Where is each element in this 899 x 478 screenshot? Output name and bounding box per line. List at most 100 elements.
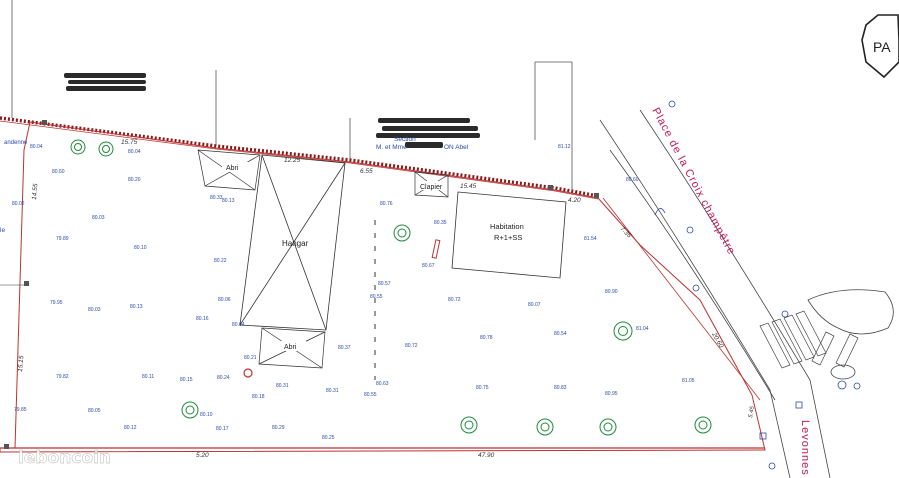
spot-height: 80.63 xyxy=(376,381,389,387)
left-small-text: andenne xyxy=(4,140,28,146)
neighbour-parcel-lines xyxy=(11,0,573,190)
spot-height: 80.35 xyxy=(434,220,447,226)
spot-height: 80.17 xyxy=(216,426,229,432)
left-edge-text: le xyxy=(0,227,5,234)
spot-height: 80.67 xyxy=(422,263,435,269)
spot-height: 80.54 xyxy=(554,331,567,337)
spot-height: 80.37 xyxy=(338,345,351,351)
spot-height: 80.33 xyxy=(210,195,223,201)
fence-posts xyxy=(4,120,599,449)
spot-height: 80.18 xyxy=(252,394,265,400)
north-boundary-hatched xyxy=(0,116,599,200)
owner-suffix: ON Abel xyxy=(444,144,469,151)
road-island-small xyxy=(830,364,856,380)
spot-height: 79.95 xyxy=(50,300,63,306)
owner-line2: M. et Mme xyxy=(376,144,407,151)
spot-height: 80.07 xyxy=(528,302,541,308)
spot-height: 81.04 xyxy=(636,326,649,332)
road-island xyxy=(807,289,894,335)
abri-top-label: Abri xyxy=(226,165,239,172)
habitation-levels: R+1+SS xyxy=(494,233,522,242)
clapier-label: Clapier xyxy=(420,184,443,191)
spot-height: 80.06 xyxy=(218,297,231,303)
east-boundary-dbl xyxy=(602,197,761,401)
spot-height: 80.02 xyxy=(12,201,25,207)
habitation-label: Habitation xyxy=(490,222,524,231)
spot-height: 80.75 xyxy=(476,385,489,391)
spot-height: 80.03 xyxy=(92,215,105,221)
dimension-label: 15.75 xyxy=(121,139,138,146)
spot-height: 80.72 xyxy=(405,343,418,349)
spot-height: 80.29 xyxy=(272,425,285,431)
spot-height: 80.15 xyxy=(180,377,193,383)
spot-height: 80.20 xyxy=(128,177,141,183)
spot-height: 80.22 xyxy=(214,258,227,264)
spot-height: 80.31 xyxy=(276,383,289,389)
street-name-place: Place de la Croix champêtre xyxy=(649,106,737,257)
abri-bottom-label: Abri xyxy=(284,344,297,351)
dimension-label: 47.90 xyxy=(478,452,495,459)
spot-height: 80.04 xyxy=(232,322,245,328)
spot-height: 80.83 xyxy=(554,385,567,391)
redaction-blocks xyxy=(64,73,480,148)
spot-height: 79.85 xyxy=(14,407,27,413)
dimension-labels: 15.75 12.25 6.55 15.45 4.20 7.35 14.55 1… xyxy=(17,139,756,459)
spot-height: 80.24 xyxy=(217,375,230,381)
spot-height: 81.12 xyxy=(558,144,571,150)
spot-height: 79.82 xyxy=(56,374,69,380)
spot-height: 80.10 xyxy=(200,412,213,418)
habitation-building xyxy=(451,191,567,279)
hangar-label: Hangar xyxy=(282,239,309,248)
street-name-bottom: Levonnes xyxy=(799,420,811,476)
spot-height: 80.11 xyxy=(142,374,154,380)
red-circle-marker xyxy=(243,368,253,378)
spot-height: 80.04 xyxy=(128,149,141,155)
spot-height: 80.31 xyxy=(326,388,339,394)
watermark: leboncoin xyxy=(18,448,111,468)
dimension-label: 15.45 xyxy=(460,183,477,190)
spot-height: 80.16 xyxy=(196,316,209,322)
spot-height: 80.57 xyxy=(378,281,391,287)
spot-heights: 80.04 80.04 80.60 80.20 80.02 80.03 79.8… xyxy=(12,144,695,441)
dimension-label: 14.55 xyxy=(31,183,39,200)
spot-height: 80.05 xyxy=(88,408,101,414)
pa-stamp-label: PA xyxy=(873,39,891,55)
dimension-label: 7.35 xyxy=(619,225,633,239)
spot-height: 80.60 xyxy=(52,169,65,175)
dimension-label: 6.55 xyxy=(360,168,373,175)
tree-symbols xyxy=(70,139,712,436)
spot-height: 80.78 xyxy=(480,335,493,341)
spot-height: 80.21 xyxy=(244,355,257,361)
spot-height: 80.04 xyxy=(30,144,43,150)
parking-stalls xyxy=(759,310,859,369)
parcel-outline xyxy=(0,121,766,453)
utility-symbols xyxy=(654,100,861,470)
spot-height: 80.10 xyxy=(134,245,147,251)
dimension-label: 12.25 xyxy=(284,157,301,164)
spot-height: 79.89 xyxy=(56,236,69,242)
dimension-label: 5.20 xyxy=(196,452,209,459)
dimension-label: 4.20 xyxy=(568,197,581,204)
spot-height: 80.55 xyxy=(370,294,383,300)
hangar-building xyxy=(239,154,346,331)
spot-height: 81.54 xyxy=(584,236,597,242)
owner-line1: Section xyxy=(394,136,416,143)
pa-stamp: PA xyxy=(861,14,899,79)
spot-height: 80.55 xyxy=(364,392,377,398)
road-edges xyxy=(599,109,831,478)
spot-height: 80.95 xyxy=(605,391,618,397)
spot-height: 80.25 xyxy=(322,435,335,441)
spot-height: 80.13 xyxy=(130,304,143,310)
spot-height: 80.72 xyxy=(448,297,461,303)
dimension-label: 15.15 xyxy=(17,355,25,372)
spot-height: 80.90 xyxy=(605,289,618,295)
spot-height: 80.13 xyxy=(222,198,235,204)
dimension-label: 5.45 xyxy=(748,405,756,418)
red-marker xyxy=(431,239,441,259)
spot-height: 80.03 xyxy=(88,307,101,313)
spot-height: 80.60 xyxy=(626,177,639,183)
spot-height: 80.12 xyxy=(124,425,137,431)
spot-height: 81.05 xyxy=(682,378,695,384)
spot-height: 80.76 xyxy=(380,201,393,207)
